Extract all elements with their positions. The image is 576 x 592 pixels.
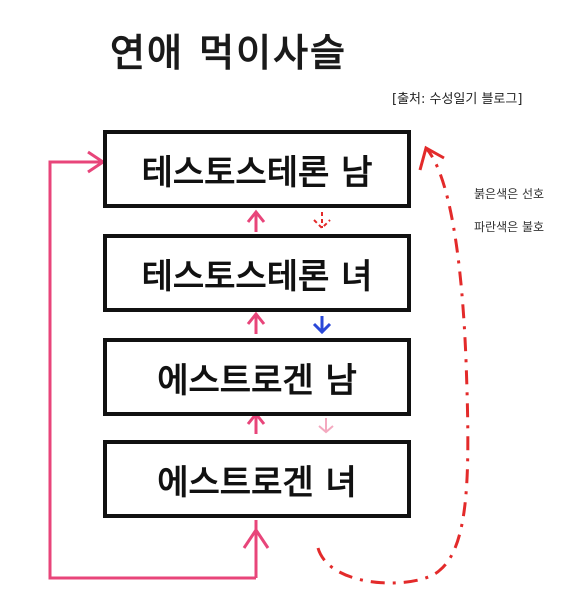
chain-box-label: 테스토스테론 녀 bbox=[141, 256, 373, 297]
legend-blue-dislike: 파란색은 불호 bbox=[474, 220, 545, 234]
light-pink-down-arrow bbox=[318, 418, 334, 434]
pink-up-arrow-1 bbox=[246, 209, 266, 232]
chain-box-label: 테스토스테론 남 bbox=[141, 152, 373, 193]
red-dashed-arrowhead bbox=[418, 145, 445, 171]
pink-up-arrow-3 bbox=[246, 411, 266, 434]
pink-loop-line bbox=[48, 160, 256, 580]
chain-box-testosterone-male: 테스토스테론 남 bbox=[103, 130, 411, 208]
red-dashed-loop bbox=[316, 147, 470, 585]
chain-box-label: 에스트로겐 녀 bbox=[157, 462, 357, 503]
chain-box-label: 에스트로겐 남 bbox=[157, 360, 357, 401]
source-caption: [출처: 수성일기 블로그] bbox=[392, 92, 523, 107]
pink-bottom-arrowhead bbox=[242, 527, 270, 549]
blue-down-arrow bbox=[312, 316, 332, 335]
red-down-arrow bbox=[313, 212, 331, 230]
legend-red-preference: 붉은색은 선호 bbox=[474, 187, 545, 201]
pink-up-arrow-2 bbox=[246, 311, 266, 334]
chain-box-estrogen-female: 에스트로겐 녀 bbox=[103, 440, 411, 518]
chain-box-estrogen-male: 에스트로겐 남 bbox=[103, 338, 411, 416]
chain-box-testosterone-female: 테스토스테론 녀 bbox=[103, 234, 411, 312]
diagram-title: 연애 먹이사슬 bbox=[110, 31, 347, 75]
